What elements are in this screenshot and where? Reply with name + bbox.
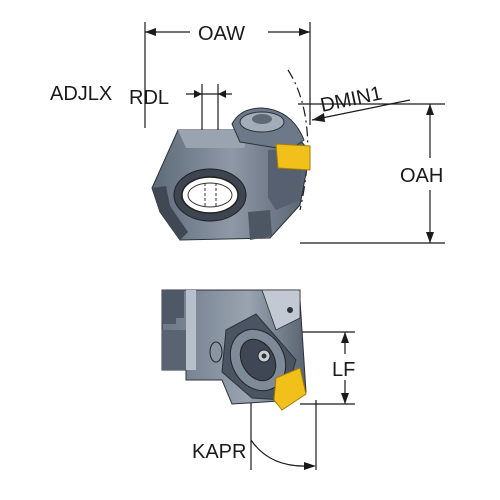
side-tool-body <box>161 289 307 411</box>
rdl-label: RDL <box>129 87 169 109</box>
dmin1-dimension: DMIN1 <box>287 69 411 211</box>
kapr-dimension: KAPR <box>192 396 317 470</box>
top-tool-body <box>151 107 311 241</box>
oah-label: OAH <box>400 165 443 187</box>
lf-dimension: LF <box>296 331 355 405</box>
top-view: OAW ADJLX RDL DMIN1 OAH <box>50 22 445 244</box>
lf-label: LF <box>332 359 355 381</box>
side-insert <box>273 367 307 411</box>
kapr-label: KAPR <box>192 441 246 463</box>
adjlx-label: ADJLX <box>50 83 112 105</box>
side-view: LF KAPR <box>161 289 355 470</box>
oaw-label: OAW <box>198 23 245 45</box>
oah-dimension: OAH <box>298 103 445 244</box>
oaw-dimension: OAW <box>144 22 311 128</box>
top-insert <box>275 143 311 171</box>
